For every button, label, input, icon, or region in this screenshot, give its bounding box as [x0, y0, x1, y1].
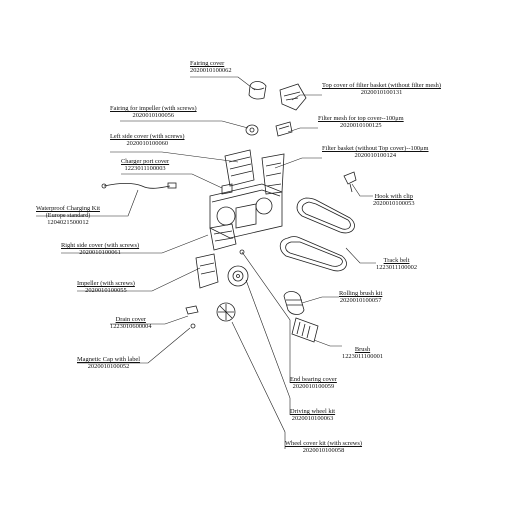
label-left-side-cover: Left side cover (with screws) 2020010100…	[110, 133, 185, 148]
label-filter-mesh: Filter mesh for top cover--100μm 2020010…	[318, 115, 404, 130]
label-fairing-impeller: Fairing for impeller (with screws) 20200…	[110, 105, 197, 120]
label-magnetic-cap: Magnetic Cap with label 2020010100052	[77, 356, 141, 371]
label-hook-clip: Hook with clip 2020010100053	[373, 193, 415, 208]
filter-mesh-part	[275, 121, 293, 137]
left-side-cover-part	[224, 149, 255, 187]
brush-part	[291, 317, 319, 343]
impeller-part	[195, 253, 219, 289]
label-drain-cover: Drain cover 1223010600004	[110, 316, 152, 331]
top-cover-part	[279, 83, 307, 111]
end-bearing-dot-part	[239, 249, 245, 255]
right-side-cover-part	[209, 223, 237, 251]
rolling-brush-part	[283, 291, 305, 315]
end-bearing-part	[227, 265, 249, 287]
magnetic-cap-part	[190, 323, 196, 329]
label-driving-wheel: Driving wheel kit 2020010100063	[290, 408, 336, 423]
label-wheel-cover: Wheel cover kit (with screws) 2020010100…	[285, 440, 363, 455]
label-rolling-brush: Rolling brush kit 2020010100057	[339, 290, 383, 305]
charger-port-part	[221, 183, 233, 195]
label-right-side-cover: Right side cover (with screws) 202001010…	[61, 242, 140, 257]
hook-clip-part	[343, 171, 357, 193]
fairing-cover-part	[248, 81, 267, 100]
label-track-belt: Track belt 1223011100002	[376, 257, 418, 272]
fairing-impeller-part	[245, 124, 259, 136]
label-charger-port-cover: Charger port cover 1223011100003	[121, 158, 170, 173]
label-filter-basket: Filter basket (without Top cover)--100μm…	[322, 145, 429, 160]
label-brush: Brush 1223011100001	[342, 346, 384, 361]
charging-kit-part	[101, 182, 177, 189]
label-end-bearing-cover: End bearing cover 2020010100059	[290, 376, 337, 391]
leader-lines	[36, 76, 376, 449]
label-top-cover: Top cover of filter basket (without filt…	[322, 82, 441, 97]
drain-cover-part	[185, 305, 199, 315]
label-impeller: Impeller (with screws) 2020010100055	[77, 280, 135, 295]
driving-wheel-part	[216, 302, 236, 322]
label-charging-kit: Waterproof Charging Kit (Europe standard…	[36, 205, 100, 227]
label-fairing-cover: Fairing cover 2020010100062	[190, 60, 232, 75]
main-body-part	[209, 183, 283, 239]
track-belt-part	[279, 197, 355, 272]
